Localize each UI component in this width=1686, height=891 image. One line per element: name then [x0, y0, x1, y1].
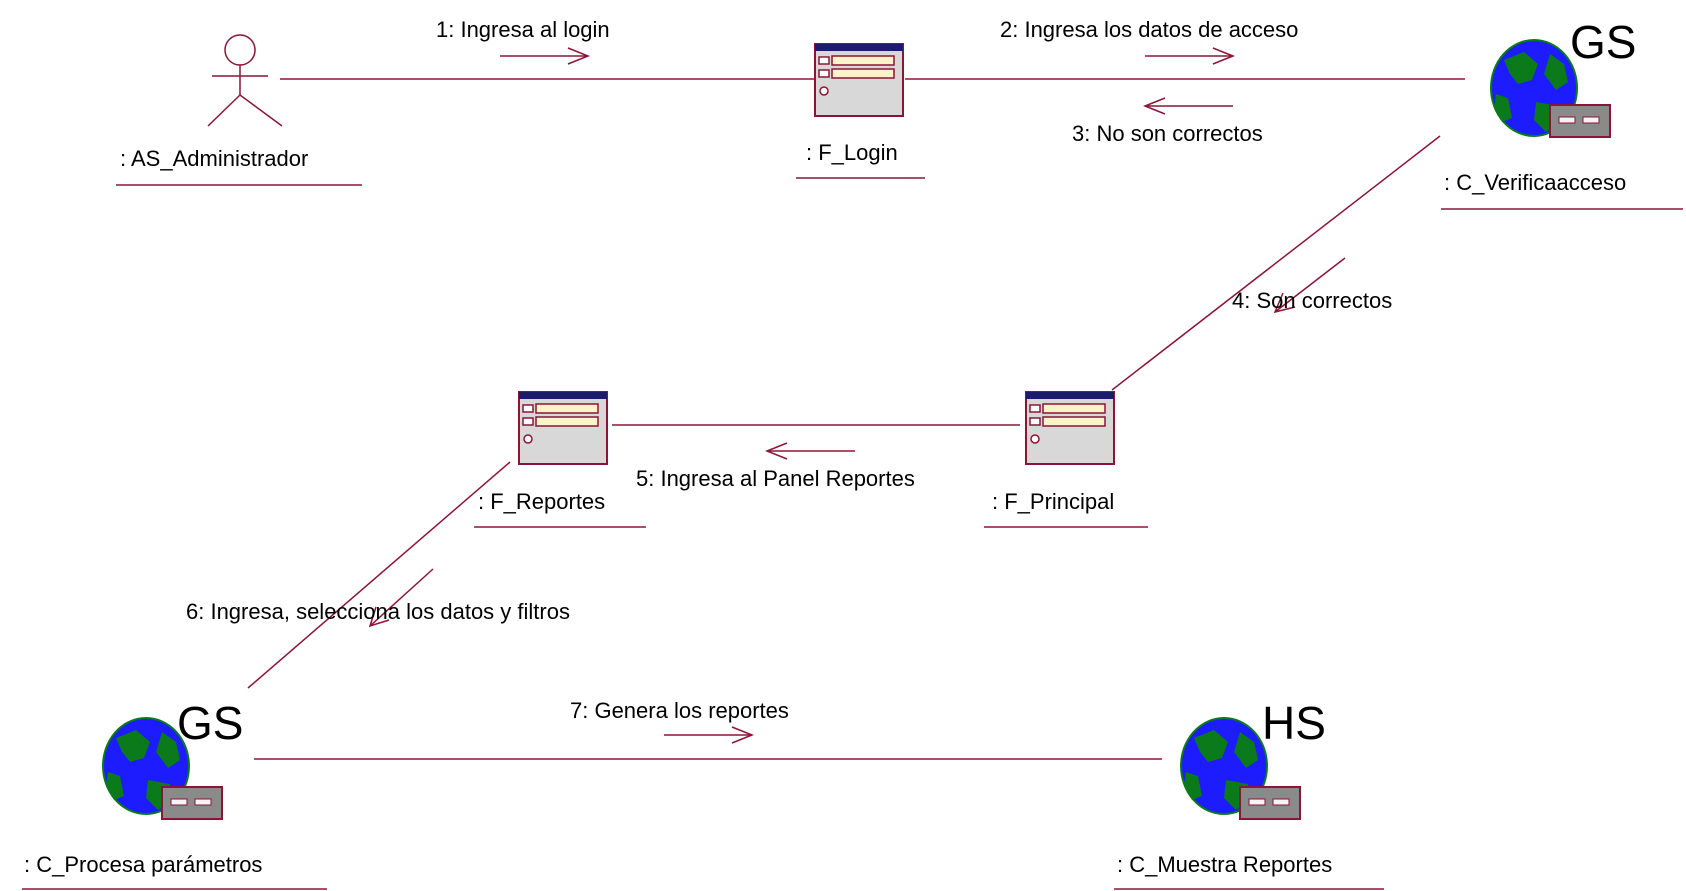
arrow-msg-6	[368, 568, 434, 628]
message-label-7: 7: Genera los reportes	[570, 698, 789, 723]
message-labels: 1: Ingresa al login 2: Ingresa los datos…	[186, 17, 1392, 723]
object-c-procesa-parametros[interactable]: GS : C_Procesa parámetros	[22, 697, 327, 890]
arrow-msg-1	[500, 47, 591, 65]
object-label-f-principal: : F_Principal	[992, 489, 1114, 514]
message-arrows	[368, 47, 1346, 744]
arrow-msg-7	[664, 726, 755, 744]
stereotype-hs: HS	[1262, 697, 1326, 749]
form-icon	[1025, 391, 1115, 465]
message-label-5: 5: Ingresa al Panel Reportes	[636, 466, 915, 491]
form-icon	[814, 43, 904, 117]
message-label-2: 2: Ingresa los datos de acceso	[1000, 17, 1298, 42]
actor-as-administrador[interactable]: : AS_Administrador	[116, 34, 362, 186]
object-f-login[interactable]: : F_Login	[796, 43, 925, 179]
arrow-msg-3	[1142, 97, 1233, 115]
object-label-c-muestra-reportes: : C_Muestra Reportes	[1117, 852, 1332, 877]
actor-label: : AS_Administrador	[120, 146, 308, 171]
stereotype-gs: GS	[1570, 16, 1636, 68]
stereotype-gs: GS	[177, 697, 243, 749]
object-label-c-verificaacceso: : C_Verificaacceso	[1444, 170, 1626, 195]
links	[247, 78, 1465, 760]
arrow-msg-2	[1145, 47, 1236, 65]
message-label-6: 6: Ingresa, selecciona los datos y filtr…	[186, 599, 570, 624]
message-label-1: 1: Ingresa al login	[436, 17, 610, 42]
object-label-c-procesa-parametros: : C_Procesa parámetros	[24, 852, 262, 877]
arrow-msg-4	[1273, 257, 1346, 314]
message-label-4: 4: Son correctos	[1232, 288, 1392, 313]
server-box-icon	[161, 786, 223, 820]
link-freportes-cprocesa	[247, 461, 511, 689]
object-f-reportes[interactable]: : F_Reportes	[474, 391, 646, 528]
link-cverifica-fprincipal	[1111, 135, 1441, 391]
server-box-icon	[1239, 786, 1301, 820]
form-icon	[518, 391, 608, 465]
arrow-msg-5	[764, 442, 855, 460]
message-label-3: 3: No son correctos	[1072, 121, 1263, 146]
actor-icon	[207, 34, 283, 127]
object-c-muestra-reportes[interactable]: HS : C_Muestra Reportes	[1114, 697, 1384, 890]
object-f-principal[interactable]: : F_Principal	[984, 391, 1148, 528]
object-label-f-reportes: : F_Reportes	[478, 489, 605, 514]
server-box-icon	[1549, 104, 1611, 138]
object-c-verificaacceso[interactable]: GS : C_Verificaacceso	[1441, 16, 1683, 210]
object-label-f-login: : F_Login	[806, 140, 898, 165]
